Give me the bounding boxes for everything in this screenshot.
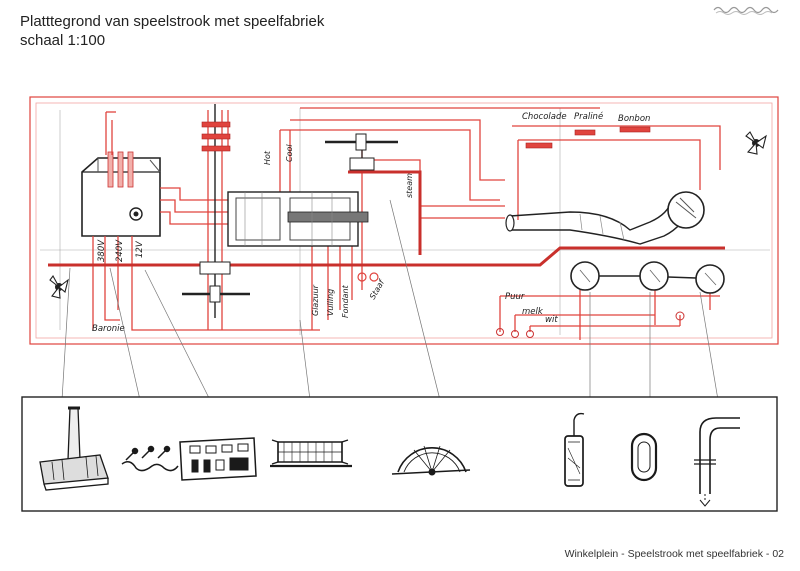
production-tunnel — [227, 191, 369, 247]
main-conveyor-line — [48, 170, 725, 267]
sketch-control-panel — [179, 437, 257, 481]
vent-icon-right — [745, 131, 767, 155]
label-240v: 240V — [115, 239, 125, 262]
label-puur: Puur — [505, 292, 525, 302]
label-praline: Praliné — [574, 111, 603, 122]
label-12v: 12V — [135, 240, 145, 258]
plan-scale: schaal 1:100 — [20, 32, 106, 49]
label-wit: wit — [545, 315, 558, 325]
label-hot: Hot — [263, 150, 272, 165]
label-chocolade: Chocolade — [522, 112, 567, 122]
label-cool: Cool — [285, 144, 294, 162]
plan-annotations: Chocolade Praliné Bonbon Hot Cool steam … — [92, 111, 650, 334]
sketch-cylinder — [564, 412, 585, 487]
label-380v: 380V — [97, 239, 107, 262]
label-baronie: Baronie — [92, 324, 125, 334]
flavor-bars — [525, 126, 651, 149]
label-fondant: Fondant — [341, 284, 350, 318]
vent-icon-left — [49, 274, 69, 299]
plan-title: Platttegrond van speelstrook met speelfa… — [20, 13, 325, 30]
sketch-conveyor — [270, 439, 352, 468]
label-staaf: Staaf — [368, 277, 387, 301]
site-boundary — [29, 96, 779, 345]
label-steam: steam — [405, 173, 414, 198]
outlet-markers — [496, 311, 685, 338]
sketch-gauge — [391, 445, 471, 476]
label-bonbon: Bonbon — [618, 114, 650, 124]
label-glazuur: Glazuur — [311, 284, 320, 316]
sketch-plugs — [121, 445, 179, 472]
sketch-factory — [39, 406, 109, 491]
staaf-pins — [357, 272, 379, 282]
label-vulling: Vulling — [326, 289, 335, 316]
page-footer: Winkelplein - Speelstrook met speelfabri… — [564, 548, 784, 560]
page-title-block: Platttegrond van speelstrook met speelfa… — [20, 12, 324, 50]
boiler-unit — [81, 151, 161, 237]
label-melk: melk — [522, 307, 544, 317]
site-boundary-inner — [35, 102, 773, 339]
callout-lines — [61, 199, 719, 401]
mixer-shaft — [182, 104, 250, 318]
sketch-bent-pipe — [694, 417, 740, 507]
chocolate-pipe — [505, 191, 705, 245]
red-wiring — [92, 107, 721, 340]
sketch-capsule — [630, 432, 658, 482]
steam-tower — [325, 133, 398, 171]
sketch-panel — [21, 396, 778, 512]
flavor-tanks — [570, 261, 725, 294]
scribble-stamp — [713, 6, 779, 15]
